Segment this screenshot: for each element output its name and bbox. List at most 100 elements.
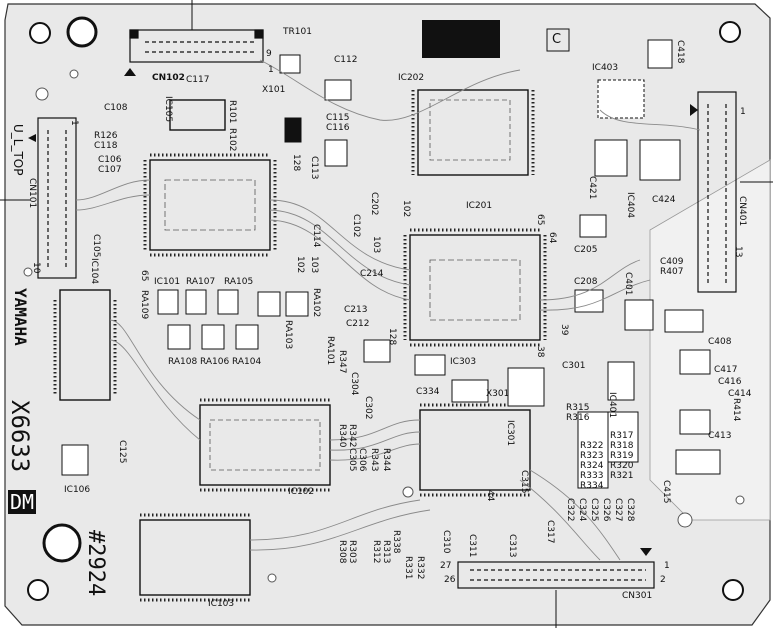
c208-label: C208 [574, 277, 598, 287]
ic106-label: IC106 [64, 485, 91, 495]
ic-pin-rows [53, 90, 547, 602]
c424-label: C424 [652, 195, 676, 205]
c125-label: C125 [117, 440, 127, 464]
cn301-pin-1: 1 [664, 561, 670, 571]
cn401-pin-13: 13 [733, 246, 743, 258]
c327-label: C327 [613, 498, 623, 522]
c214-label: C214 [360, 269, 384, 279]
c106-label: C106 [98, 155, 122, 165]
serial-label: #2924 [83, 530, 108, 597]
ra106-label: RA106 [200, 357, 230, 367]
c102-label: C102 [351, 214, 361, 238]
r321-label: R321 [610, 471, 634, 481]
c311-label: C311 [467, 534, 477, 558]
ic104-label: IC104 [89, 258, 99, 285]
r317-label: R317 [610, 431, 634, 441]
ic201-pin-128: 128 [387, 328, 397, 346]
c408-label: C408 [708, 337, 732, 347]
cn301-pin-2: 2 [660, 575, 666, 585]
r319-label: R319 [610, 451, 634, 461]
c315-label: C315 [519, 470, 529, 494]
ic103-label: IC103 [208, 599, 235, 609]
c322-label: C322 [565, 498, 575, 522]
pcb-traces [75, 59, 701, 561]
c212-label: C212 [346, 319, 370, 329]
ic401-label: IC401 [607, 392, 617, 419]
tr101-label: TR101 [283, 27, 312, 37]
ic201-pin-39: 39 [559, 324, 569, 336]
cn401-pin-1: 1 [740, 107, 746, 117]
cn301-pin-27: 27 [440, 561, 452, 571]
ic101-label: IC101 [154, 277, 181, 287]
ic201-label: IC201 [466, 201, 493, 211]
ra109-label: RA109 [139, 290, 149, 320]
ra102-label: RA102 [311, 288, 321, 318]
cn301-pin1-marker [640, 548, 652, 556]
c415-label: C415 [661, 480, 671, 504]
r414-label: R414 [731, 398, 741, 422]
r347-label: R347 [337, 350, 347, 374]
resistor-arrays [157, 289, 309, 350]
r308-label: R308 [337, 540, 347, 564]
c202-label: C202 [369, 192, 379, 216]
ic403-label: IC403 [592, 63, 619, 73]
cn301-pin-26: 26 [444, 575, 456, 585]
label-pad-black [422, 20, 500, 58]
cn401-label: CN401 [737, 196, 747, 227]
ic201-pin-38: 38 [535, 346, 545, 358]
cn301-connector [457, 561, 655, 589]
ra107-label: RA107 [186, 277, 216, 287]
cn101-label: CN101 [27, 178, 37, 209]
c414-label: C414 [728, 389, 752, 399]
r318-label: R318 [610, 441, 634, 451]
ic404-label: IC404 [625, 192, 635, 219]
r333-label: R333 [580, 471, 604, 481]
c417-label: C417 [714, 365, 738, 375]
cn401-connector [697, 91, 737, 293]
x301-label: X301 [486, 389, 510, 399]
c324-label: C324 [577, 498, 587, 522]
ic101-pin-102: 102 [295, 256, 305, 274]
c304-label: C304 [349, 372, 359, 396]
c115-label: C115 [326, 113, 350, 123]
ic201-pin-103: 103 [371, 236, 381, 254]
x101-label: X101 [262, 85, 286, 95]
cn102-label: CN102 [152, 73, 185, 83]
ic301-label: IC301 [505, 420, 515, 447]
c105-label: C105 [91, 234, 101, 258]
c334-label: C334 [416, 387, 440, 397]
c416-label: C416 [718, 377, 742, 387]
c326-label: C326 [601, 498, 611, 522]
small-pads [23, 69, 745, 583]
ra103-label: RA103 [283, 320, 293, 350]
cn101-pin-10: 10 [31, 262, 41, 274]
cn101-pin1-marker [28, 134, 36, 142]
r102-label: R102 [227, 128, 237, 152]
r344-label: R344 [381, 448, 391, 472]
ic202-label: IC202 [398, 73, 425, 83]
ra104-label: RA104 [232, 357, 262, 367]
r316-label: R316 [566, 413, 590, 423]
c114-label: C114 [311, 224, 321, 248]
r343-label: R343 [369, 448, 379, 472]
c213-label: C213 [344, 305, 368, 315]
c205-label: C205 [574, 245, 598, 255]
cn102-pin-9: 9 [266, 49, 272, 59]
r315-label: R315 [566, 403, 590, 413]
r313-label: R313 [381, 540, 391, 564]
ic-outlines [59, 89, 541, 596]
r126-label: R126 [94, 131, 118, 141]
r320-label: R320 [610, 461, 634, 471]
cn102-pin1-marker [124, 68, 136, 76]
c313-label: C313 [507, 534, 517, 558]
ic-inner-traces [164, 99, 521, 471]
c421-label: C421 [587, 176, 597, 200]
ic102-label: IC102 [288, 487, 315, 497]
c310-label: C310 [441, 530, 451, 554]
brand-label: YAMAHA [11, 288, 30, 346]
board-type-label: DM [8, 490, 36, 514]
c107-label: C107 [98, 165, 122, 175]
cn102-connector [129, 29, 264, 63]
ic105-label: IC105 [163, 96, 173, 123]
r338-label: R338 [391, 530, 401, 554]
